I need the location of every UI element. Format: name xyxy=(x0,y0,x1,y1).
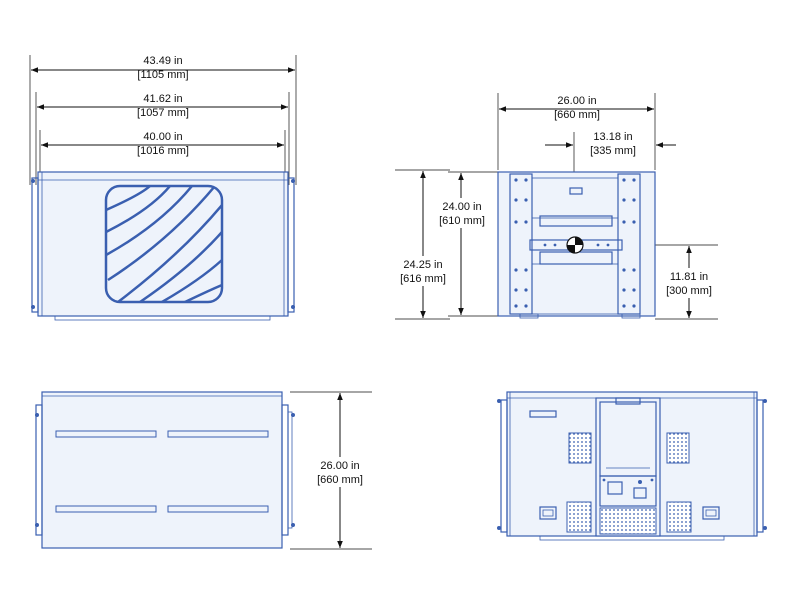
center-of-gravity-icon xyxy=(566,236,584,254)
rear-label-plate xyxy=(529,410,557,418)
rear-vent-grille-upper-right xyxy=(666,432,690,464)
top-depth-in: 26.00 in xyxy=(320,460,359,472)
front-cabinet-width-mm: [1016 mm] xyxy=(137,145,189,157)
side-depth-in: 26.00 in xyxy=(557,95,596,107)
right-rigging-rail xyxy=(287,177,295,313)
front-mid-width-dimension: 41.62 in [1057 mm] xyxy=(35,92,290,185)
left-rigging-rail xyxy=(31,177,39,313)
side-body-height-dimension: 24.00 in [610 mm] xyxy=(426,171,498,317)
side-cg-height-in: 11.81 in xyxy=(670,271,708,283)
rear-power-connector xyxy=(633,487,647,499)
top-depth-dimension: 26.00 in [660 mm] xyxy=(290,391,372,550)
top-depth-mm: [660 mm] xyxy=(317,474,363,486)
waveguide-graphic xyxy=(104,184,224,304)
front-overall-width-mm: [1105 mm] xyxy=(137,69,188,81)
rear-handle-left xyxy=(539,506,557,520)
front-mid-width-in: 41.62 in xyxy=(143,93,182,105)
side-mounting-holes xyxy=(514,178,636,308)
top-cabinet-body xyxy=(41,391,283,549)
rear-vent-grille-upper-left xyxy=(568,432,592,464)
rear-amp-heatsink-grille xyxy=(599,507,657,535)
front-mid-width-mm: [1057 mm] xyxy=(137,107,189,119)
side-cg-height-dimension: 11.81 in [300 mm] xyxy=(580,244,718,320)
side-overall-height-in: 24.25 in xyxy=(403,259,442,271)
top-handle-slots xyxy=(55,430,269,513)
side-body-height-mm: [610 mm] xyxy=(439,215,485,227)
rear-view xyxy=(497,391,767,541)
front-overall-width-dimension: 43.49 in [1105 mm] xyxy=(29,55,297,185)
side-view: 26.00 in [660 mm] 13.18 in [335 mm] 24.0… xyxy=(395,93,718,320)
side-cg-depth-mm: [335 mm] xyxy=(590,145,636,157)
rear-handle-right xyxy=(702,506,720,520)
front-cabinet-width-in: 40.00 in xyxy=(143,131,182,143)
side-body-height-in: 24.00 in xyxy=(442,201,481,213)
side-overall-height-mm: [616 mm] xyxy=(400,273,446,285)
rear-vent-grille-lower-right xyxy=(666,501,692,533)
front-view: 43.49 in [1105 mm] 41.62 in [1057 mm] 40… xyxy=(29,55,297,321)
front-overall-width-in: 43.49 in xyxy=(143,55,182,67)
side-depth-dimension: 26.00 in [660 mm] xyxy=(497,93,656,170)
side-cg-height-mm: [300 mm] xyxy=(666,285,712,297)
top-view: 26.00 in [660 mm] xyxy=(35,391,372,550)
side-overall-height-dimension: 24.25 in [616 mm] xyxy=(395,169,450,320)
rear-vent-grille-lower-left xyxy=(566,501,592,533)
rear-input-connector xyxy=(607,481,623,495)
side-depth-mm: [660 mm] xyxy=(554,109,600,121)
side-cg-depth-in: 13.18 in xyxy=(593,131,632,143)
